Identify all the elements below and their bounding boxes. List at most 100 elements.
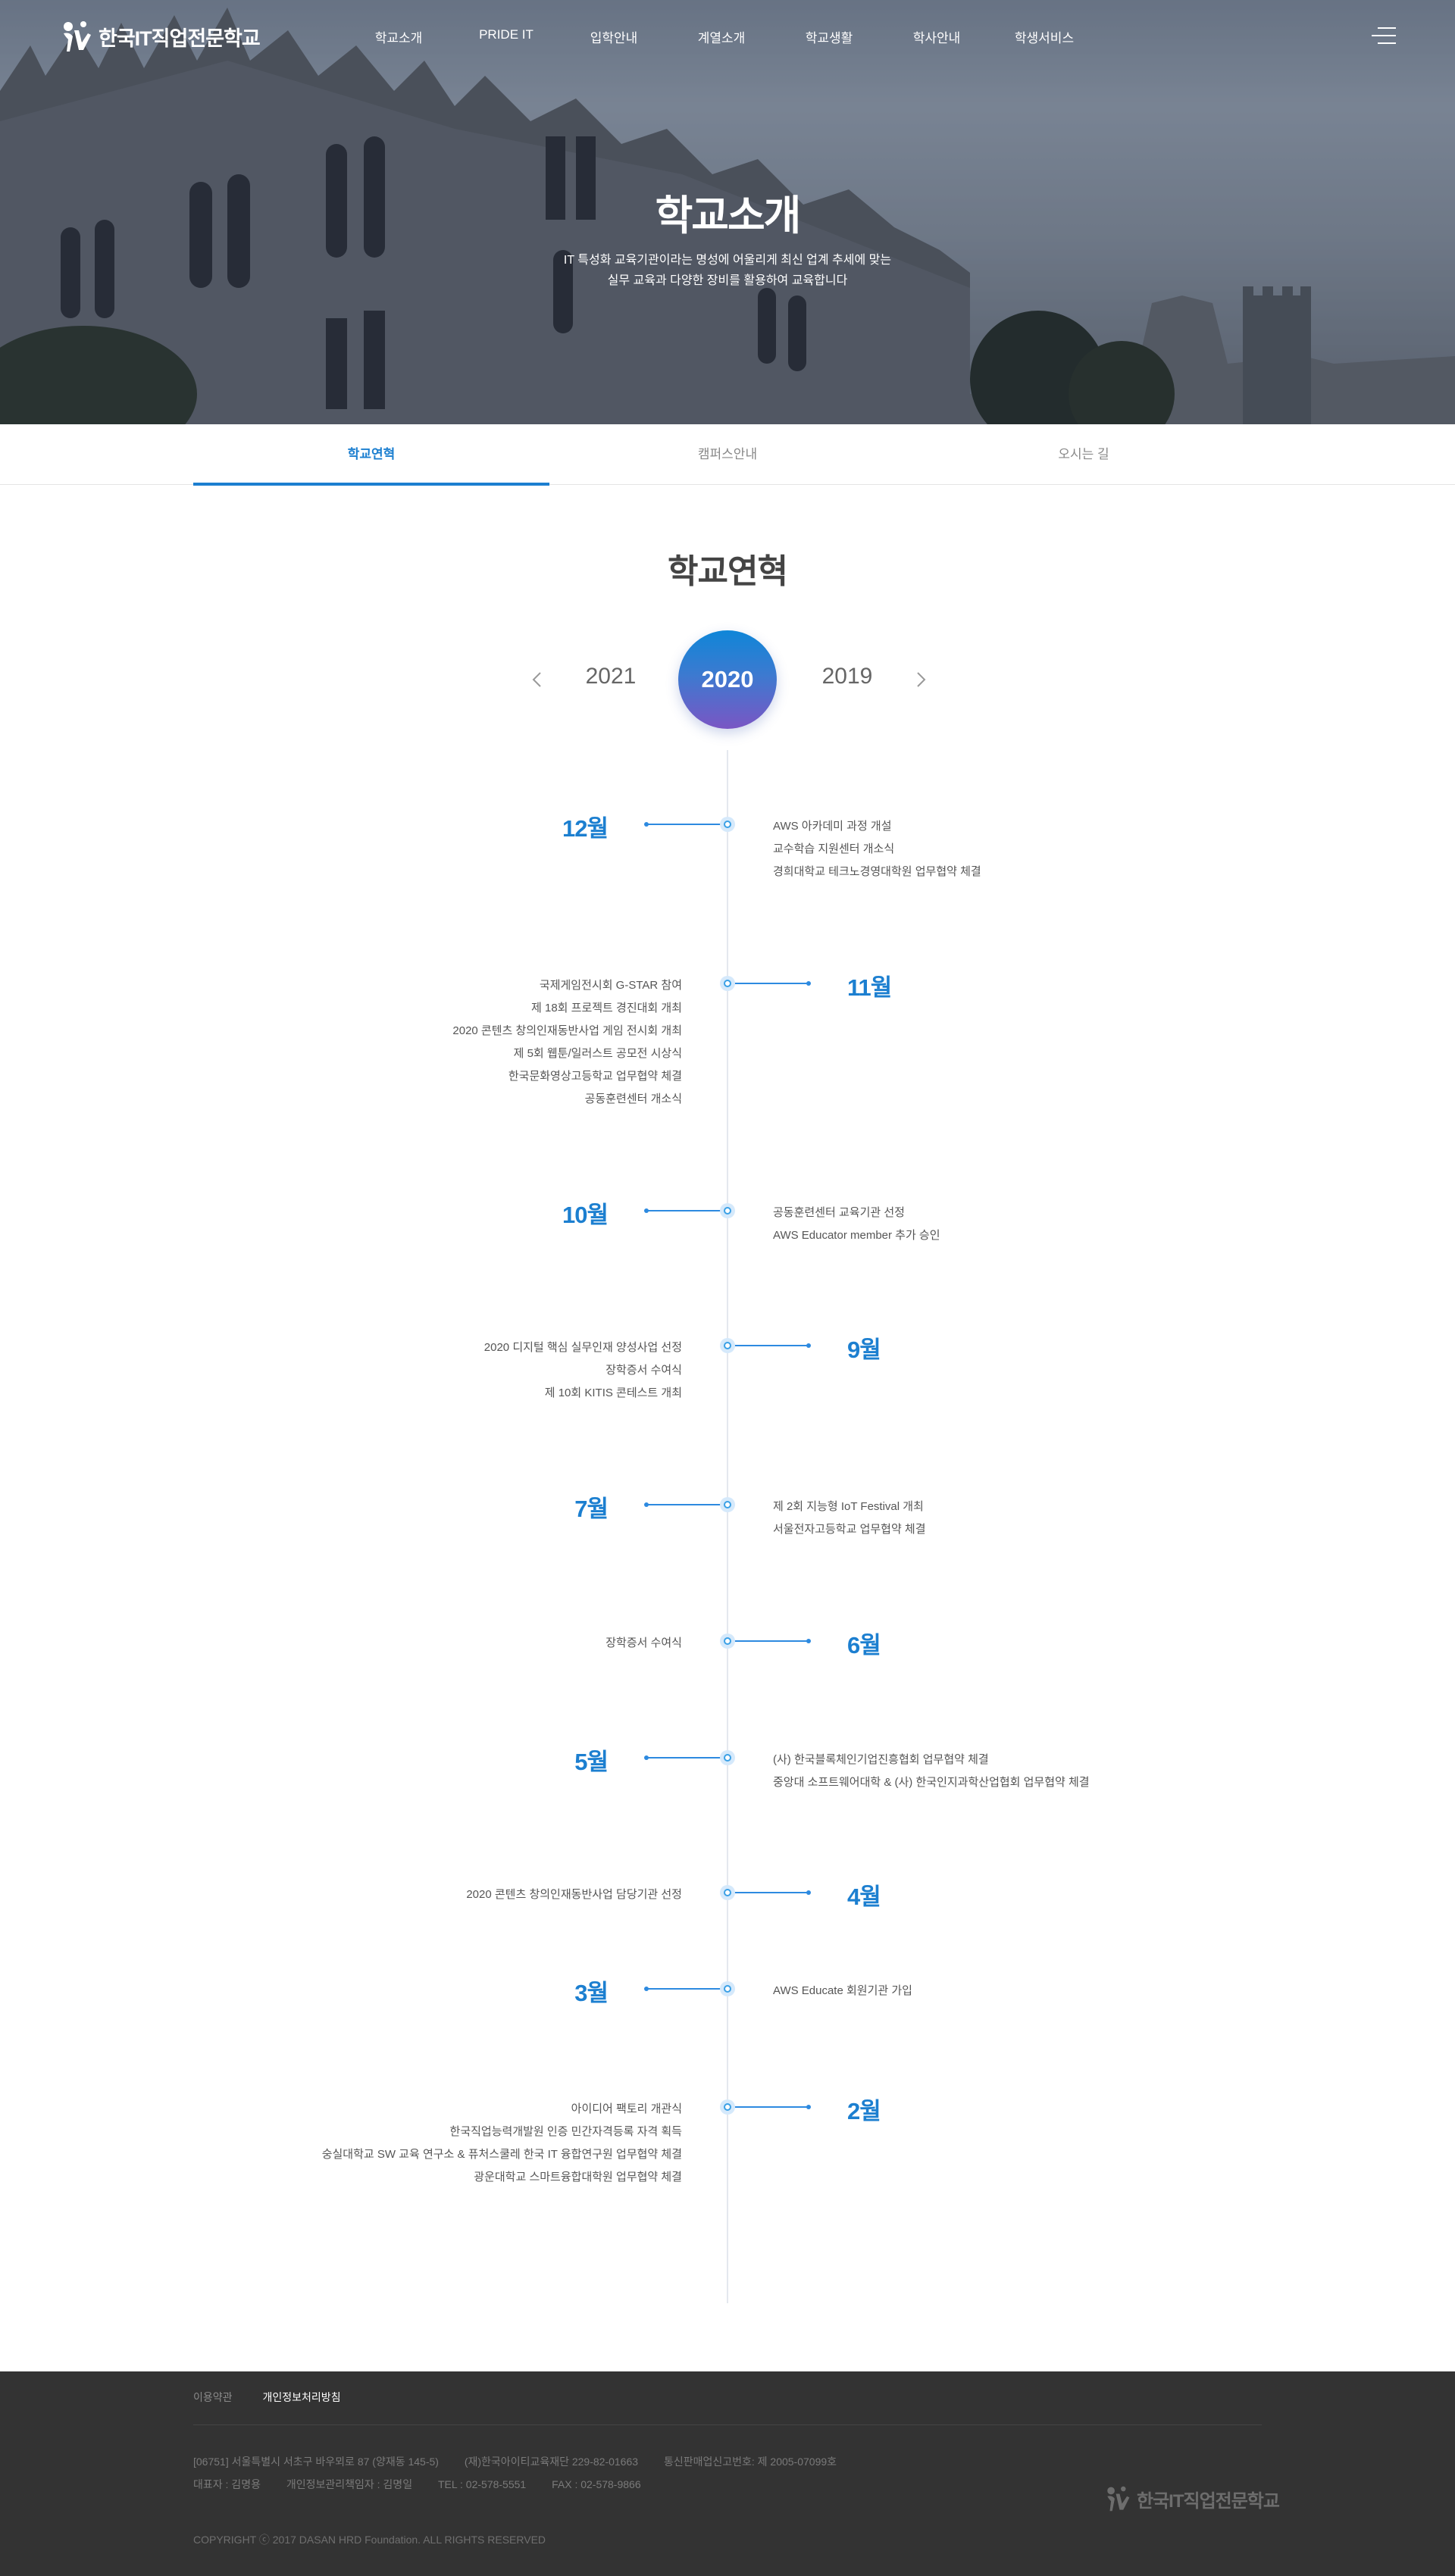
timeline-item: 한국문화영상고등학교 업무협약 체결 [508, 1070, 682, 1083]
hero-banner: 한국IT직업전문학교 학교소개 PRIDE IT 입학안내 계열소개 학교생활 … [0, 0, 1455, 424]
footer-foundation: (재)한국아이티교육재단 229-82-01663 [464, 2456, 639, 2468]
year-current[interactable]: 2020 [678, 630, 777, 729]
timeline-items: 공동훈련센터 교육기관 선정 AWS Educator member 추가 승인 [773, 1202, 940, 1247]
hero-overlay [0, 0, 1455, 424]
timeline-connector [644, 1208, 728, 1213]
footer-link-privacy[interactable]: 개인정보처리방침 [262, 2391, 341, 2403]
timeline-item: 광운대학교 스마트융합대학원 업무협약 체결 [474, 2171, 682, 2184]
timeline-dot [720, 1633, 735, 1649]
tab-campus[interactable]: 캠퍼스안내 [697, 447, 758, 461]
footer-fax: FAX : 02-578-9866 [552, 2478, 641, 2490]
timeline-items: 장학증서 수여식 [605, 1632, 682, 1655]
timeline-item: 국제게임전시회 G-STAR 참여 [539, 979, 682, 992]
timeline-item: 숭실대학교 SW 교육 연구소 & 퓨처스쿨레 한국 IT 융합연구원 업무협약… [321, 2148, 682, 2161]
footer-divider [193, 2424, 1262, 2425]
timeline-item: 교수학습 지원센터 개소식 [773, 843, 895, 855]
timeline-item: 장학증서 수여식 [605, 1364, 682, 1377]
timeline-item: AWS Educate 회원기관 가입 [773, 1984, 912, 1997]
timeline-item: AWS Educator member 추가 승인 [773, 1229, 940, 1242]
timeline-dot [720, 1981, 735, 1996]
timeline-month: 12월 [562, 815, 609, 842]
timeline-connector [644, 1502, 728, 1507]
site-logo[interactable]: 한국IT직업전문학교 [61, 20, 261, 53]
footer-address: [06751] 서울특별시 서초구 바우뫼로 87 (양재동 145-5) [193, 2456, 439, 2468]
nav-item-departments[interactable]: 계열소개 [697, 31, 746, 45]
timeline-item: 장학증서 수여식 [605, 1637, 682, 1649]
timeline-dot [720, 976, 735, 991]
timeline-item: AWS 아카데미 과정 개설 [773, 820, 892, 833]
timeline-month: 5월 [574, 1749, 609, 1775]
year-next[interactable]: 2019 [821, 664, 873, 689]
timeline-month: 11월 [847, 974, 892, 1001]
timeline-dot [720, 2099, 735, 2115]
timeline-dot [720, 1497, 735, 1512]
footer-link-terms[interactable]: 이용약관 [193, 2391, 233, 2403]
chevron-right-icon[interactable] [906, 664, 937, 695]
footer-logo-icon [1107, 2486, 1130, 2512]
timeline-month: 4월 [847, 1884, 881, 1910]
timeline-connector [728, 2105, 811, 2109]
timeline-items: AWS Educate 회원기관 가입 [773, 1980, 912, 2002]
year-prev[interactable]: 2021 [585, 664, 637, 689]
hero-subtitle: IT 특성화 교육기관이라는 명성에 어울리게 최신 업계 추세에 맞는 실무 … [563, 254, 892, 287]
nav-item-school-intro[interactable]: 학교소개 [374, 31, 423, 45]
logo-icon [64, 21, 91, 52]
nav-item-pride-it[interactable]: PRIDE IT [479, 27, 534, 42]
timeline-item: 2020 콘텐츠 창의인재동반사업 게임 전시회 개최 [452, 1024, 682, 1037]
section-title: 학교연혁 [668, 553, 788, 590]
timeline-month: 7월 [574, 1496, 609, 1522]
logo-text: 한국IT직업전문학교 [99, 27, 261, 50]
timeline-item: 공동훈련센터 교육기관 선정 [773, 1206, 905, 1219]
timeline-dot [720, 1885, 735, 1900]
timeline-entry: 6월 장학증서 수여식 [0, 1627, 1455, 1658]
timeline-connector [728, 1639, 811, 1643]
timeline-item: 중앙대 소프트웨어대학 & (사) 한국인지과학산업협회 업무협약 체결 [773, 1776, 1090, 1789]
hamburger-menu-icon[interactable] [1372, 27, 1396, 47]
timeline-month: 10월 [562, 1202, 609, 1228]
timeline-connector [728, 1890, 811, 1895]
timeline-item: 서울전자고등학교 업무협약 체결 [773, 1523, 926, 1536]
timeline-item: 한국직업능력개발원 인증 민간자격등록 자격 획득 [449, 2125, 682, 2138]
nav-item-student-service[interactable]: 학생서비스 [1014, 31, 1075, 45]
timeline-connector [644, 822, 728, 827]
timeline-dot [720, 1750, 735, 1765]
footer-tel: TEL : 02-578-5551 [437, 2478, 527, 2490]
timeline-item: 2020 콘텐츠 창의인재동반사업 담당기관 선정 [466, 1888, 682, 1901]
footer-logo-text: 한국IT직업전문학교 [1137, 2490, 1280, 2512]
timeline-item: (사) 한국블록체인기업진흥협회 업무협약 체결 [773, 1753, 989, 1766]
timeline-item: 경희대학교 테크노경영대학원 업무협약 체결 [773, 865, 981, 878]
sub-tabs: 학교연혁 캠퍼스안내 오시는 길 [0, 424, 1455, 486]
timeline-month: 6월 [847, 1632, 881, 1658]
timeline-item: 제 10회 KITIS 콘테스트 개최 [544, 1386, 682, 1399]
nav-item-academic[interactable]: 학사안내 [912, 31, 961, 45]
tab-history[interactable]: 학교연혁 [193, 424, 549, 486]
timeline-item: 아이디어 팩토리 개관식 [571, 2102, 682, 2115]
footer-privacy-officer: 개인정보관리책임자 : 김명일 [286, 2478, 413, 2490]
timeline-month: 3월 [574, 1980, 609, 2006]
timeline-entry: 3월 AWS Educate 회원기관 가입 [0, 1975, 1455, 2006]
campus-building-image [0, 0, 1455, 424]
chevron-left-icon[interactable] [521, 664, 552, 695]
timeline-month: 2월 [847, 2098, 881, 2124]
nav-item-admission[interactable]: 입학안내 [590, 31, 638, 45]
hero-title: 학교소개 [655, 193, 802, 239]
timeline-entry: 10월 공동훈련센터 교육기관 선정 AWS Educator member 추가 … [0, 1197, 1455, 1242]
footer-copyright: COPYRIGHT ⓒ 2017 DASAN HRD Foundation. A… [193, 2534, 546, 2546]
timeline-dot [720, 1338, 735, 1353]
nav-item-school-life[interactable]: 학교생활 [805, 31, 853, 45]
footer-info: [06751] 서울특별시 서초구 바우뫼로 87 (양재동 145-5) (재… [193, 2450, 859, 2496]
year-selector: 2021 2020 2019 [0, 630, 1455, 729]
timeline-axis [727, 750, 728, 2303]
timeline-item: 제 5회 웹툰/일러스트 공모전 시상식 [513, 1047, 682, 1060]
tab-directions[interactable]: 오시는 길 [1058, 447, 1109, 461]
